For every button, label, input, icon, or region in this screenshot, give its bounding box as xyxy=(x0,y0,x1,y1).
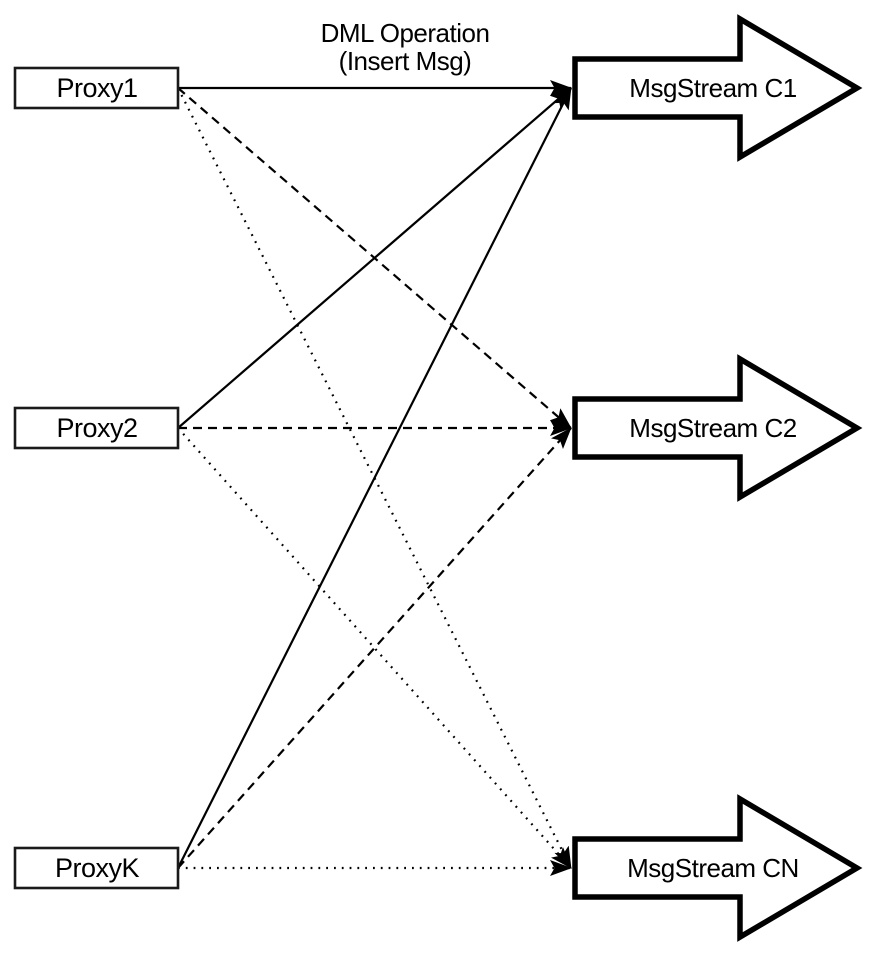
proxy1-node: Proxy1 xyxy=(13,66,180,110)
msgstream-cn-node: MsgStream CN xyxy=(572,794,863,942)
msgstream-c2-arrow xyxy=(572,354,863,502)
edges-layer xyxy=(177,80,572,876)
proxy2-label: Proxy2 xyxy=(56,413,137,443)
edge-proxy1-c2 xyxy=(177,87,572,429)
dml-operation-label-line1: DML Operation xyxy=(321,18,490,48)
edge-proxyk-c2 xyxy=(177,427,572,869)
msgstream-cn-arrow xyxy=(572,794,863,942)
dml-operation-label: DML Operation (Insert Msg) xyxy=(321,18,490,76)
msgstream-c2-label: MsgStream C2 xyxy=(629,413,796,443)
proxy1-box xyxy=(13,66,180,110)
proxyk-node: ProxyK xyxy=(13,846,180,890)
edge-proxy2-cn xyxy=(177,427,572,869)
msgstream-c1-label: MsgStream C1 xyxy=(629,73,796,103)
proxy1-label: Proxy1 xyxy=(56,73,137,103)
msgstream-c1-node: MsgStream C1 xyxy=(572,14,863,162)
dml-operation-label-line2: (Insert Msg) xyxy=(339,46,472,76)
msgstream-c2-node: MsgStream C2 xyxy=(572,354,863,502)
proxyk-label: ProxyK xyxy=(55,853,140,883)
edge-proxyk-c1 xyxy=(177,87,572,869)
proxyk-box xyxy=(13,846,180,890)
msgstream-c1-arrow xyxy=(572,14,863,162)
msgstream-cn-label: MsgStream CN xyxy=(627,853,799,883)
proxy2-box xyxy=(13,406,180,450)
proxy2-node: Proxy2 xyxy=(13,406,180,450)
